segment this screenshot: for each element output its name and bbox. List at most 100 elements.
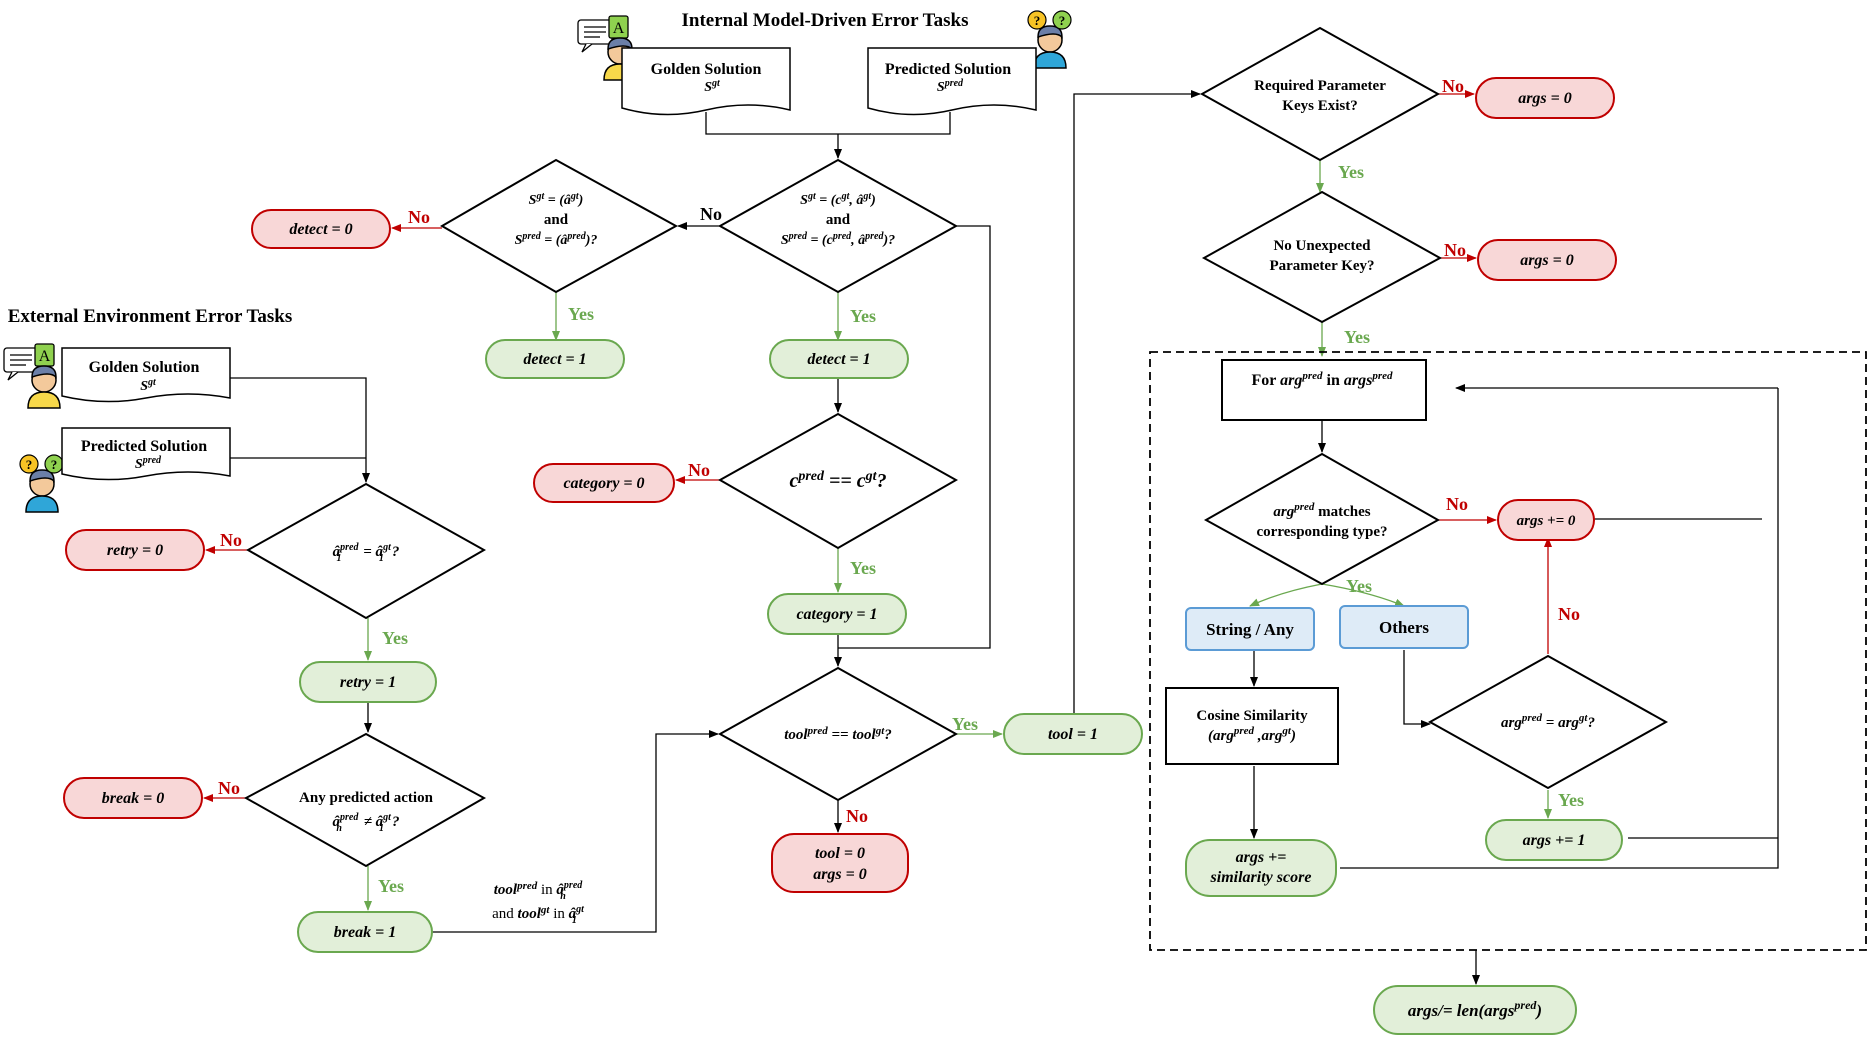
yes-label: Yes [850, 306, 876, 326]
svg-text:retry = 0: retry = 0 [107, 542, 163, 559]
yes-label: Yes [378, 876, 404, 896]
svg-text:Any predicted action: Any predicted action [299, 790, 434, 806]
svg-text:Golden Solution: Golden Solution [651, 61, 762, 78]
svg-text:detect = 1: detect = 1 [523, 351, 586, 368]
condition-action-only: Sgt = (âgt) and Spred = (âpred)? [440, 158, 679, 294]
svg-text:String / Any: String / Any [1206, 620, 1294, 639]
svg-text:similarity score: similarity score [1210, 869, 1312, 886]
no-label: No [1558, 604, 1580, 624]
svg-text:Sgt = (cgt, âgt): Sgt = (cgt, âgt) [800, 191, 876, 208]
svg-text:Cosine Similarity: Cosine Similarity [1196, 708, 1308, 724]
svg-text:and: and [544, 212, 569, 228]
condition-unexpected-key: No Unexpected Parameter Key? [1201, 190, 1443, 324]
svg-text:break = 1: break = 1 [334, 924, 396, 941]
svg-text:args += 0: args += 0 [1517, 513, 1576, 529]
svg-text:Others: Others [1379, 618, 1429, 637]
detect-one-node: detect = 1 [485, 339, 625, 379]
tool-one-node: tool = 1 [1003, 713, 1143, 755]
no-label: No [846, 806, 868, 826]
condition-type-match: argpred matches corresponding type? [1203, 452, 1441, 586]
detect-zero-node: detect = 0 [251, 209, 391, 249]
yes-label: Yes [1558, 790, 1584, 810]
yes-label: Yes [568, 304, 594, 324]
yes-label: Yes [1344, 327, 1370, 347]
svg-text:(argpred ,arggt): (argpred ,arggt) [1208, 725, 1296, 744]
args-zero-node: args = 0 [1477, 239, 1617, 281]
svg-text:and: and [826, 212, 851, 228]
svg-text:detect = 1: detect = 1 [807, 351, 870, 368]
loop-header: For argpred in argspred [1221, 359, 1427, 421]
no-label: No [220, 530, 242, 550]
category-zero-node: category = 0 [533, 463, 675, 503]
no-label: No [408, 207, 430, 227]
svg-text:toolpred == toolgt?: toolpred == toolgt? [784, 725, 892, 743]
category-one-node: category = 1 [767, 593, 907, 635]
golden-solution-doc: Golden Solution Sgt [61, 347, 231, 403]
no-label: No [1446, 494, 1468, 514]
condition-category: cpred == cgt? [717, 412, 959, 550]
svg-text:category = 0: category = 0 [563, 475, 644, 492]
svg-text:args += 1: args += 1 [1523, 832, 1586, 849]
predicted-solution-doc: Predicted Solution Spred [867, 47, 1037, 116]
no-label: No [1444, 240, 1466, 260]
break-zero-node: break = 0 [63, 777, 203, 819]
similarity-score-node: args += similarity score [1185, 839, 1337, 897]
others-node: Others [1339, 605, 1469, 649]
yes-label: Yes [382, 628, 408, 648]
svg-text:args +=: args += [1236, 849, 1287, 866]
svg-text:args = 0: args = 0 [1518, 90, 1572, 107]
svg-text:tool = 1: tool = 1 [1048, 726, 1098, 743]
predicted-solution-doc: Predicted Solution Spred [61, 427, 231, 481]
golden-solution-doc: Golden Solution Sgt [621, 47, 791, 116]
args-plus-one-node: args += 1 [1485, 819, 1623, 861]
condition-required-keys: Required Parameter Keys Exist? [1199, 26, 1441, 162]
svg-text:For argpred in argspred: For argpred in argspred [1252, 370, 1393, 389]
retry-zero-node: retry = 0 [65, 529, 205, 571]
svg-text:argpred matches: argpred matches [1273, 501, 1370, 520]
args-zero-node: args = 0 [1475, 77, 1615, 119]
loop-region [1149, 351, 1867, 951]
svg-text:corresponding type?: corresponding type? [1257, 524, 1388, 540]
svg-text:retry = 1: retry = 1 [340, 674, 396, 691]
external-heading: External Environment Error Tasks [8, 306, 293, 327]
yes-label: Yes [952, 714, 978, 734]
no-label: No [700, 204, 722, 224]
svg-text:Golden Solution: Golden Solution [89, 359, 200, 376]
svg-text:Required Parameter: Required Parameter [1254, 78, 1386, 94]
yes-label: Yes [1338, 162, 1364, 182]
no-label: No [688, 460, 710, 480]
svg-text:Spred = (cpred, âpred)?: Spred = (cpred, âpred)? [781, 231, 895, 248]
final-normalize-node: args/= len(argspred) [1373, 985, 1577, 1035]
svg-text:Predicted Solution: Predicted Solution [81, 438, 207, 455]
svg-text:break = 0: break = 0 [102, 790, 164, 807]
no-label: No [1442, 76, 1464, 96]
svg-text:Keys Exist?: Keys Exist? [1282, 98, 1357, 114]
cosine-similarity-node: Cosine Similarity (argpred ,arggt) [1165, 687, 1339, 765]
tool-zero-node: tool = 0 args = 0 [771, 833, 909, 893]
svg-text:args = 0: args = 0 [1520, 252, 1574, 269]
condition-tool: toolpred == toolgt? [717, 666, 959, 802]
internal-heading: Internal Model-Driven Error Tasks [682, 10, 969, 31]
detect-one-node: detect = 1 [769, 339, 909, 379]
condition-full-solution: Sgt = (cgt, âgt) and Spred = (cpred, âpr… [717, 158, 959, 294]
retry-one-node: retry = 1 [299, 661, 437, 703]
svg-text:detect = 0: detect = 0 [289, 221, 352, 238]
yes-label: Yes [1346, 576, 1372, 596]
svg-text:args/= len(argspred): args/= len(argspred) [1408, 998, 1542, 1020]
no-label: No [218, 778, 240, 798]
condition-arg-equal: argpred = arggt? [1427, 654, 1669, 790]
svg-text:Parameter Key?: Parameter Key? [1269, 258, 1374, 274]
string-any-node: String / Any [1185, 607, 1315, 651]
break-one-node: break = 1 [297, 911, 433, 953]
svg-text:category = 1: category = 1 [796, 606, 877, 623]
svg-text:args = 0: args = 0 [813, 866, 867, 883]
args-plus-zero-node: args += 0 [1497, 499, 1595, 541]
svg-text:Predicted Solution: Predicted Solution [885, 61, 1011, 78]
thinking-person-icon [19, 454, 64, 513]
